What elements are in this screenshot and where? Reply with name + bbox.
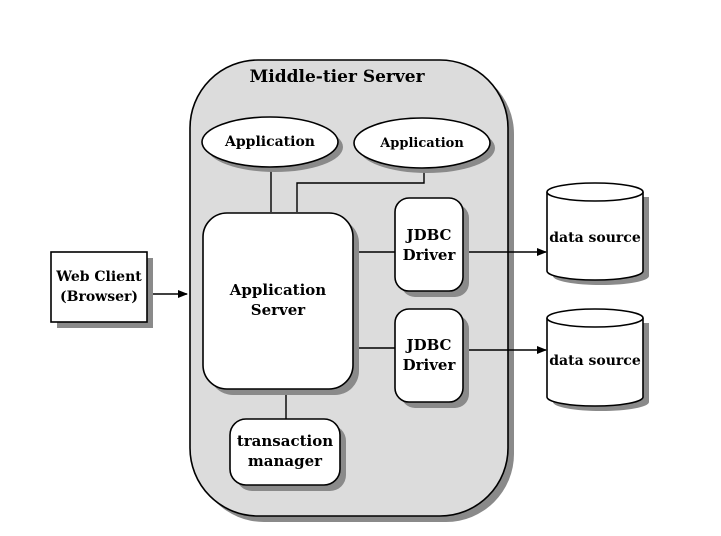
data-source-node-2: data source <box>546 308 649 411</box>
jdbc-driver-1-line1: JDBC <box>405 226 452 244</box>
connectors <box>147 160 547 420</box>
jdbc-driver-2-line1: JDBC <box>405 336 452 354</box>
jdbc-driver-2-line2: Driver <box>403 356 457 374</box>
jdbc-driver-1-line2: Driver <box>403 246 457 264</box>
web-client-node: Web Client (Browser) <box>50 251 153 328</box>
web-client-line1: Web Client <box>55 269 142 285</box>
middle-tier-title: Middle-tier Server <box>249 67 425 87</box>
application-2-label: Application <box>379 136 464 151</box>
app-server-label-line2: Server <box>251 301 307 319</box>
application-node-2: Application <box>353 117 495 173</box>
application-node-1: Application <box>201 116 343 172</box>
data-source-node-1: data source <box>546 182 649 285</box>
transaction-manager-line1: transaction <box>237 432 333 450</box>
jdbc-driver-node-2: JDBC Driver <box>394 308 469 408</box>
app-server-label-line1: Application <box>229 281 326 299</box>
application-server-node: Application Server <box>202 212 359 395</box>
transaction-manager-line2: manager <box>248 452 323 470</box>
data-source-1-label: data source <box>549 230 641 246</box>
data-source-2-label: data source <box>549 353 641 369</box>
transaction-manager-node: transaction manager <box>229 418 346 491</box>
web-client-line2: (Browser) <box>60 289 138 305</box>
jdbc-driver-node-1: JDBC Driver <box>394 197 469 297</box>
application-1-label: Application <box>224 134 315 150</box>
